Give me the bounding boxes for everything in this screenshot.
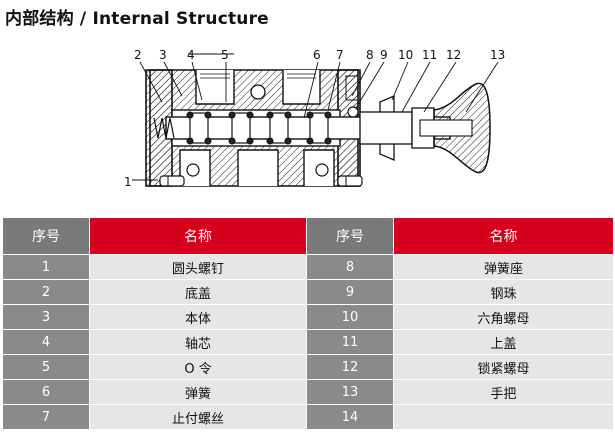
table-row: 5 O 令 12 锁紧螺母 bbox=[2, 354, 614, 380]
row-name: 六角螺母 bbox=[393, 304, 614, 330]
row-name: 锁紧螺母 bbox=[393, 354, 614, 380]
row-index: 11 bbox=[306, 329, 394, 355]
row-index: 5 bbox=[2, 354, 90, 380]
row-name: 钢珠 bbox=[393, 279, 614, 305]
internal-structure-diagram: 1 2 3 4 5 6 7 8 9 10 11 12 13 bbox=[124, 48, 505, 189]
row-name: 止付螺丝 bbox=[89, 404, 307, 430]
row-name: 手把 bbox=[393, 379, 614, 405]
page-title: 内部结构 / Internal Structure bbox=[5, 9, 269, 29]
callout-7: 7 bbox=[336, 48, 344, 62]
callout-13: 13 bbox=[490, 48, 505, 62]
table-row: 7 止付螺丝 14 bbox=[2, 404, 614, 430]
row-name: 弹簧 bbox=[89, 379, 307, 405]
row-index: 13 bbox=[306, 379, 394, 405]
round-head-screws bbox=[159, 175, 363, 187]
row-name: O 令 bbox=[89, 354, 307, 380]
row-index: 2 bbox=[2, 279, 90, 305]
header-name-right: 名称 bbox=[393, 217, 614, 255]
callout-5: 5 bbox=[221, 48, 229, 62]
table-row: 1 圆头螺钉 8 弹簧座 bbox=[2, 254, 614, 280]
steel-ball bbox=[347, 106, 359, 118]
callout-1: 1 bbox=[124, 175, 132, 189]
callout-9: 9 bbox=[380, 48, 388, 62]
row-index: 8 bbox=[306, 254, 394, 280]
callout-3: 3 bbox=[159, 48, 167, 62]
row-index: 4 bbox=[2, 329, 90, 355]
callout-8: 8 bbox=[366, 48, 374, 62]
header-name-left: 名称 bbox=[89, 217, 307, 255]
callout-2: 2 bbox=[134, 48, 142, 62]
o-rings bbox=[186, 111, 332, 145]
spring-seat bbox=[345, 75, 359, 101]
table-row: 3 本体 10 六角螺母 bbox=[2, 304, 614, 330]
row-index: 12 bbox=[306, 354, 394, 380]
callout-11: 11 bbox=[422, 48, 437, 62]
row-index: 10 bbox=[306, 304, 394, 330]
row-index: 14 bbox=[306, 404, 394, 430]
row-index: 9 bbox=[306, 279, 394, 305]
row-name: 本体 bbox=[89, 304, 307, 330]
callout-12: 12 bbox=[446, 48, 461, 62]
row-name: 底盖 bbox=[89, 279, 307, 305]
row-index: 6 bbox=[2, 379, 90, 405]
parts-table: 序号 名称 序号 名称 1 圆头螺钉 8 弹簧座 2 底盖 9 钢珠 3 本体 … bbox=[2, 217, 614, 430]
row-name: 轴芯 bbox=[89, 329, 307, 355]
callout-4: 4 bbox=[187, 48, 195, 62]
row-index: 3 bbox=[2, 304, 90, 330]
row-name: 上盖 bbox=[393, 329, 614, 355]
row-name: 圆头螺钉 bbox=[89, 254, 307, 280]
header-index-right: 序号 bbox=[306, 217, 394, 255]
row-index: 7 bbox=[2, 404, 90, 430]
spring bbox=[153, 117, 175, 139]
table-row: 4 轴芯 11 上盖 bbox=[2, 329, 614, 355]
row-index: 1 bbox=[2, 254, 90, 280]
table-row: 2 底盖 9 钢珠 bbox=[2, 279, 614, 305]
callout-10: 10 bbox=[398, 48, 413, 62]
callout-6: 6 bbox=[313, 48, 321, 62]
row-name: 弹簧座 bbox=[393, 254, 614, 280]
header-index-left: 序号 bbox=[2, 217, 90, 255]
table-header-row: 序号 名称 序号 名称 bbox=[2, 217, 614, 255]
row-name bbox=[393, 404, 614, 430]
table-row: 6 弹簧 13 手把 bbox=[2, 379, 614, 405]
